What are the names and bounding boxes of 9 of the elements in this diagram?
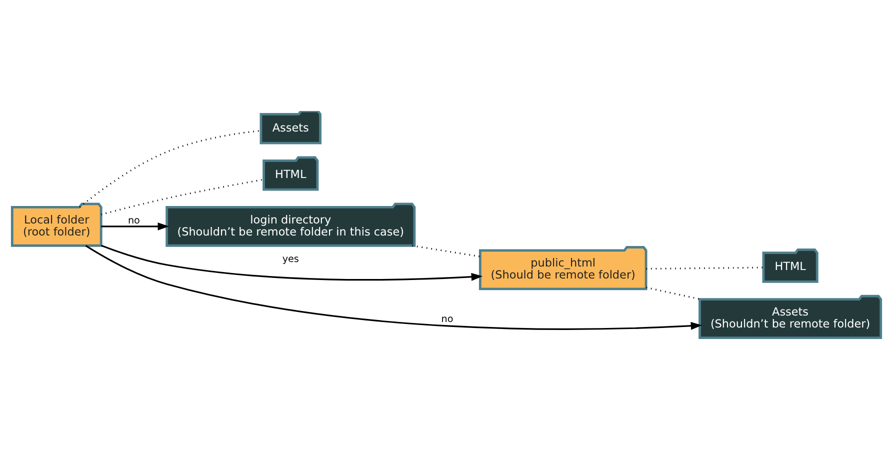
arrow xyxy=(100,244,483,280)
connector xyxy=(79,129,261,208)
edge-label: no xyxy=(128,215,140,226)
connector xyxy=(100,178,264,215)
connector xyxy=(412,244,480,257)
edge-label: yes xyxy=(282,254,299,265)
edge-label: no xyxy=(441,314,454,325)
connector xyxy=(646,286,701,300)
arrow xyxy=(101,222,170,230)
